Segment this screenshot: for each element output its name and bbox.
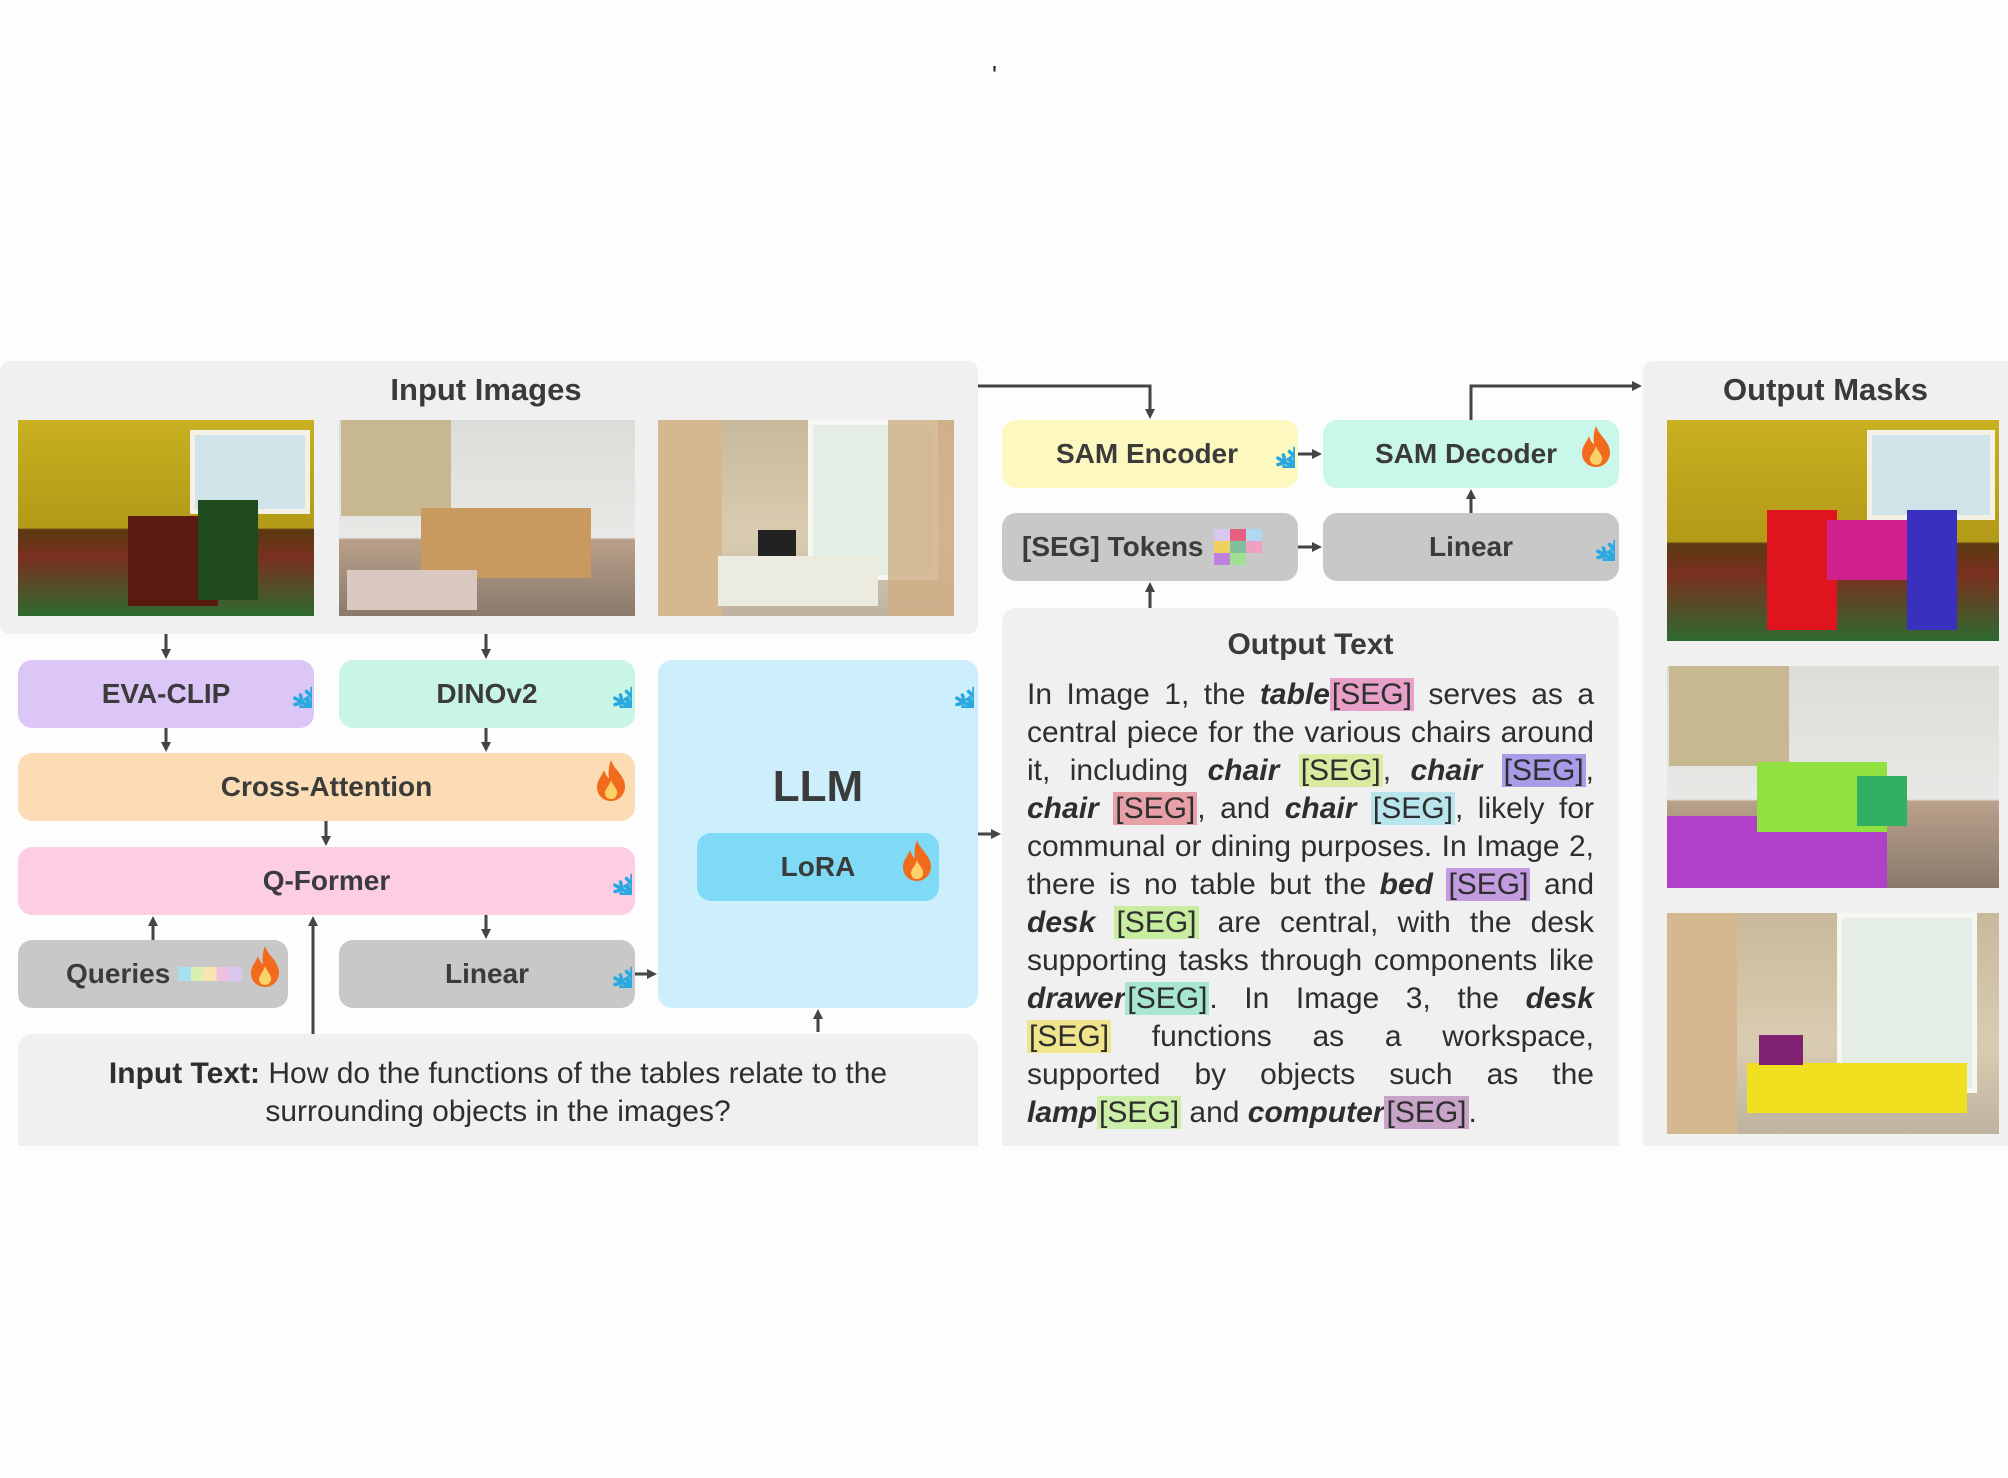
output-text-object: chair: [1284, 792, 1357, 825]
q-former-box: Q-Former: [18, 847, 635, 915]
seg-token-highlight: [SEG]: [1097, 1096, 1182, 1129]
output-masks-title: Output Masks: [1723, 372, 1928, 407]
seg-token-highlight: [SEG]: [1446, 868, 1531, 901]
output-text-object: computer: [1247, 1096, 1385, 1129]
output-text-run: functions as a workspace, supported by o…: [1027, 1020, 1594, 1091]
seg-token-highlight: [SEG]: [1114, 906, 1199, 939]
seg-token-highlight: [SEG]: [1027, 1020, 1112, 1053]
output-mask-2: [1667, 666, 1999, 888]
output-text-run: serves as a central piece for the variou…: [1027, 678, 1595, 787]
output-text-run: ,: [1382, 754, 1411, 787]
cross-attention-box: Cross-Attention: [18, 753, 635, 821]
input-text-line1: How do the functions of the tables relat…: [260, 1057, 888, 1090]
stray-mark: ': [992, 60, 997, 90]
input-images-title: Input Images: [390, 372, 582, 407]
llm-label: LLM: [772, 762, 864, 811]
output-text-object: table: [1259, 678, 1330, 711]
output-text-run: and: [1530, 868, 1594, 901]
input-text-panel: [18, 1034, 978, 1146]
output-text-object: bed: [1379, 868, 1433, 901]
output-text-object: chair: [1027, 792, 1099, 825]
output-mask-1: [1667, 420, 1999, 641]
dinov2-box: DINOv2: [339, 660, 635, 728]
seg-tokens-mosaic: [1213, 529, 1278, 565]
input-text-line2: surrounding objects in the images?: [265, 1095, 731, 1128]
seg-tokens-box: [SEG] Tokens: [1002, 513, 1298, 581]
seg-token-highlight: [SEG]: [1298, 754, 1383, 787]
output-text-run: are central, with the desk supporting ta…: [1027, 906, 1594, 977]
output-text-run: .: [1468, 1096, 1477, 1129]
linear-right-box: Linear: [1323, 513, 1619, 581]
output-mask-3: [1667, 913, 1999, 1134]
input-text: Input Text: How do the functions of the …: [18, 1055, 978, 1131]
output-text-body: In Image 1, the table[SEG] serves as a c…: [1027, 676, 1594, 1132]
seg-token-highlight: [SEG]: [1370, 792, 1455, 825]
lora-box: LoRA: [697, 833, 939, 901]
output-text-object: chair: [1207, 754, 1280, 787]
input-text-label: Input Text:: [108, 1057, 261, 1090]
output-text-object: desk: [1525, 982, 1594, 1015]
linear-left-box: Linear: [339, 940, 635, 1008]
eva-clip-box: EVA-CLIP: [18, 660, 314, 728]
output-text-object: chair: [1410, 754, 1483, 787]
input-image-3: [658, 420, 954, 616]
output-text-run: ,: [1585, 754, 1595, 787]
seg-token-highlight: [SEG]: [1125, 982, 1210, 1015]
seg-token-highlight: [SEG]: [1113, 792, 1198, 825]
sam-decoder-box: SAM Decoder: [1323, 420, 1619, 488]
queries-label: Queries: [66, 958, 171, 989]
seg-tokens-label: [SEG] Tokens: [1022, 531, 1204, 562]
query-tokens-strip: [178, 967, 243, 981]
output-text-object: lamp: [1027, 1096, 1098, 1129]
output-text-run: , likely for communal or dining purposes…: [1027, 792, 1594, 901]
output-text-object: desk: [1027, 906, 1096, 939]
seg-token-highlight: [SEG]: [1501, 754, 1586, 787]
output-text-run: In Image 1, the: [1027, 678, 1260, 711]
output-text-object: drawer: [1027, 982, 1126, 1015]
queries-box: Queries: [18, 940, 288, 1008]
seg-token-highlight: [SEG]: [1329, 678, 1414, 711]
seg-token-highlight: [SEG]: [1384, 1096, 1469, 1129]
output-text-run: . In Image 3, the: [1209, 982, 1526, 1015]
input-image-1: [18, 420, 314, 616]
sam-encoder-box: SAM Encoder: [1002, 420, 1298, 488]
output-text-run: and: [1181, 1096, 1248, 1129]
input-image-2: [339, 420, 635, 616]
output-text-title: Output Text: [1227, 628, 1394, 661]
output-text-run: , and: [1197, 792, 1285, 825]
